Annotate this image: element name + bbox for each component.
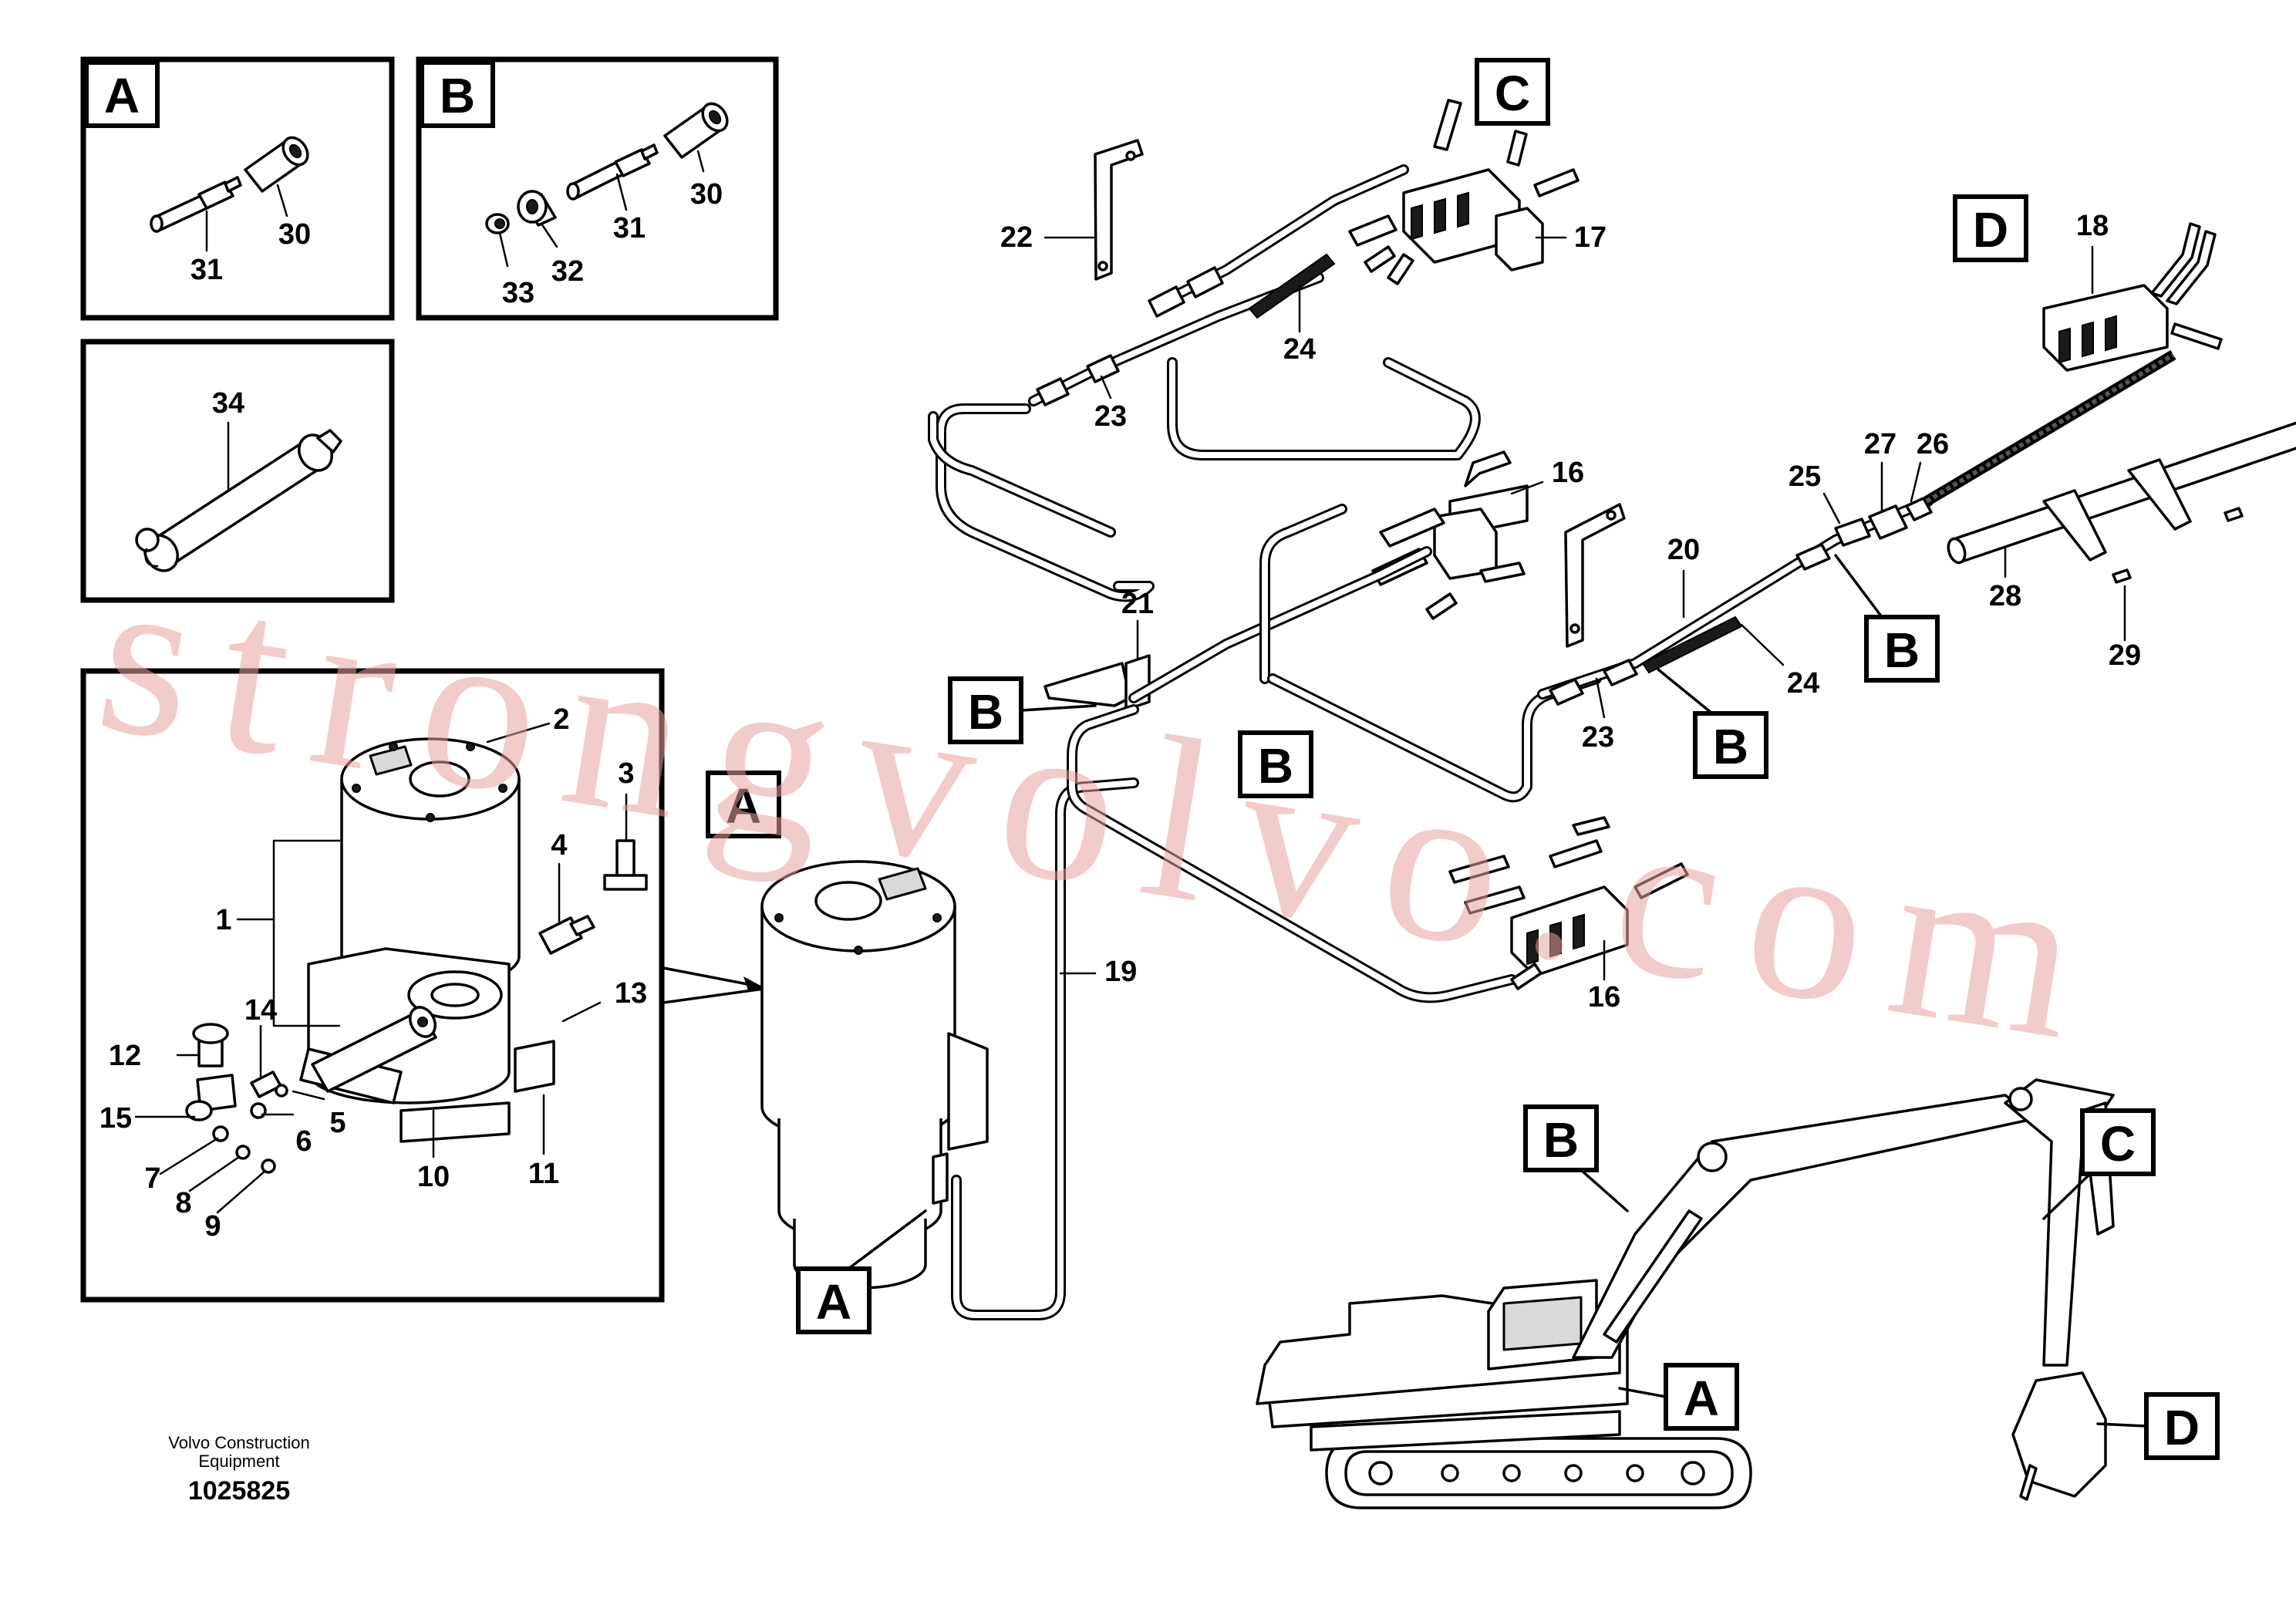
part-label-9: 9 (204, 1210, 221, 1243)
support-bar-28-icon: 28 29 (1947, 421, 2296, 672)
callout-b-excavator: B (1543, 1112, 1579, 1168)
callout-d-upper: D (1973, 202, 2008, 258)
part-label-8: 8 (175, 1187, 191, 1219)
part-label-32: 32 (551, 255, 584, 288)
part-label-33: 33 (502, 277, 534, 309)
part-label-30: 30 (278, 218, 311, 251)
coupler-30b-icon (663, 102, 729, 159)
sleeve-32-icon (517, 190, 557, 227)
excavator-callouts: B C A D (1523, 1104, 2220, 1460)
callout-c-upper: C (1495, 66, 1530, 121)
part-label-34: 34 (212, 387, 244, 420)
detail-box-a: A 31 30 (80, 56, 395, 321)
hose-to-d (1923, 349, 2176, 507)
grease-cartridge-34-icon (135, 429, 342, 572)
callout-b-right: B (1713, 719, 1748, 774)
part-label-26: 26 (1917, 428, 1949, 460)
bracket-21-icon: 21 (1043, 588, 1154, 711)
part-label-1: 1 (215, 904, 231, 936)
drawing-number: 1025825 (188, 1476, 290, 1506)
part-label-24b: 24 (1787, 667, 1819, 700)
part-label-30b: 30 (690, 178, 723, 211)
part-label-16a: 16 (1552, 457, 1584, 489)
callout-b-mid: B (1258, 738, 1293, 794)
distribution-valve-18-icon: D 18 (1953, 194, 2223, 372)
part-label-31b: 31 (613, 212, 646, 244)
part-label-25: 25 (1789, 460, 1821, 493)
pipe-loop-upper (928, 357, 1481, 602)
part-label-10: 10 (417, 1161, 450, 1193)
fitting-23-icon (1036, 354, 1120, 406)
part-label-6: 6 (295, 1125, 312, 1158)
part-label-14: 14 (244, 994, 277, 1027)
footer: Volvo Construction Equipment 1025825 (168, 1433, 309, 1506)
footer-maker-line2: Equipment (198, 1452, 279, 1471)
part-label-15: 15 (99, 1102, 132, 1135)
lubrication-pump-icon (299, 737, 555, 1143)
pump-detail-box: 1 2 3 4 (80, 668, 665, 1303)
nipple-31-icon (566, 143, 659, 201)
bracket-22-icon: 22 (1000, 139, 1144, 281)
callout-b-far-right: B (1884, 622, 1920, 678)
grease-nipple-31-icon (150, 176, 242, 233)
part-label-22: 22 (1000, 221, 1033, 254)
part-label-23a: 23 (1094, 400, 1127, 433)
coupler-30-icon (244, 136, 309, 193)
hose-upper-c (1148, 164, 1409, 318)
part-label-23b: 23 (1582, 721, 1614, 754)
detail-box-b: B 33 32 31 30 (416, 56, 779, 321)
part-label-4: 4 (551, 829, 567, 862)
callout-b-left: B (968, 684, 1003, 740)
callout-b-group: B B B B (948, 554, 1940, 798)
part-label-5: 5 (329, 1107, 346, 1139)
distribution-valve-16-upper-icon: 16 (1371, 450, 1584, 620)
plug-4-icon (538, 915, 595, 955)
fitting-3-icon (603, 839, 648, 891)
part-label-16b: 16 (1588, 981, 1620, 1013)
callout-d-excavator: D (2164, 1400, 2200, 1455)
part-label-17: 17 (1574, 221, 1607, 254)
part-label-27: 27 (1864, 428, 1896, 460)
connection-arrows (662, 966, 765, 1004)
part-label-12: 12 (109, 1040, 141, 1072)
spiral-guard-24-upper-icon: 24 (1248, 253, 1336, 366)
part-label-24a: 24 (1283, 333, 1316, 366)
distribution-valve-17-icon: 17 (1348, 99, 1607, 285)
distribution-valve-16-lower-icon: 16 (1448, 816, 1689, 1013)
callout-a-excavator: A (1684, 1371, 1719, 1426)
detail-box-cartridge: 34 (80, 339, 395, 603)
part-label-7: 7 (144, 1162, 160, 1195)
junction-block-icon: 25 27 26 (1789, 428, 1949, 547)
detail-box-a-letter: A (104, 68, 140, 123)
pump-assembly-large: A (706, 771, 989, 1290)
footer-maker-line1: Volvo Construction (168, 1433, 309, 1452)
tee-15-icon (185, 1074, 237, 1121)
bracket-20-icon (1564, 503, 1626, 648)
callout-c-excavator: C (2100, 1116, 2136, 1172)
part-label-2: 2 (553, 703, 569, 736)
part-label-20: 20 (1667, 534, 1700, 566)
part-label-29: 29 (2109, 639, 2141, 672)
part-label-11: 11 (528, 1158, 559, 1190)
excavator-icon (1256, 1078, 2115, 1509)
part-label-18: 18 (2076, 210, 2109, 242)
callout-a-lower: A (816, 1274, 851, 1330)
part-label-19: 19 (1104, 956, 1137, 988)
valve-12-icon (192, 1023, 229, 1067)
part-label-3: 3 (618, 757, 634, 790)
seal-33-icon (485, 213, 510, 234)
callout-a-upper: A (726, 778, 761, 834)
part-label-28: 28 (1989, 580, 2021, 612)
part-label-21: 21 (1121, 588, 1154, 620)
part-label-13: 13 (615, 977, 647, 1010)
part-label-31: 31 (190, 254, 223, 286)
spiral-guard-24-lower-icon: 24 (1641, 615, 1819, 700)
detail-box-b-letter: B (440, 68, 475, 123)
